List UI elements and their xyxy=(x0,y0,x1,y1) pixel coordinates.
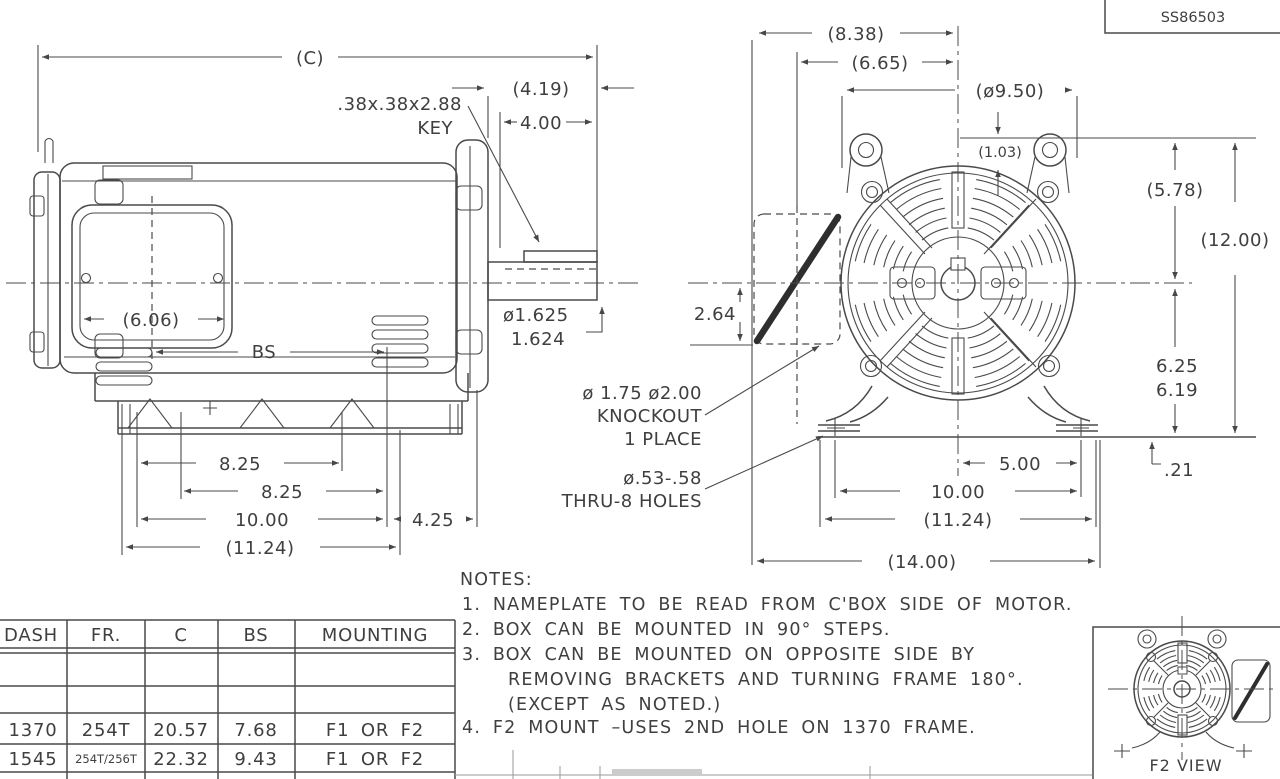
motor-side-view: (C) (4.19) 4.00 .38x.38x2.88 KEY (6.06) … xyxy=(6,45,642,559)
dim-overall-length: (C) xyxy=(296,48,324,69)
row2-dash: 1545 xyxy=(8,749,57,770)
row1-mounting: F1 OR F2 xyxy=(326,720,424,741)
vent-slots xyxy=(95,315,429,386)
lifting-lugs xyxy=(846,133,1070,194)
dim-cbox-width: (6.06) xyxy=(122,310,179,331)
note-4: 4. F2 MOUNT –USES 2ND HOLE ON 1370 FRAME… xyxy=(462,718,976,738)
title-block-strip xyxy=(455,750,1092,779)
col-bs: BS xyxy=(243,625,268,646)
col-fr: FR. xyxy=(91,625,121,646)
dim-center-base-max: 6.25 xyxy=(1156,356,1198,377)
base-center-mark xyxy=(203,401,217,415)
dim-cbox-below-center: 2.64 xyxy=(694,304,736,325)
key-word-label: KEY xyxy=(417,118,453,139)
thru-holes-leader xyxy=(704,435,824,490)
dim-slot-span-front: (11.24) xyxy=(923,510,992,531)
table-row: 1545 254T/256T 22.32 9.43 F1 OR F2 xyxy=(8,749,424,770)
thru-holes-word: THRU-8 HOLES xyxy=(561,491,702,512)
row2-mounting: F1 OR F2 xyxy=(326,749,424,770)
f2-view-label: F2 VIEW xyxy=(1149,756,1222,775)
row2-bs: 9.43 xyxy=(234,749,277,770)
knockout-size: ø 1.75 ø2.00 xyxy=(582,383,702,404)
row2-fr: 254T/256T xyxy=(75,752,138,766)
key-leader xyxy=(467,105,540,243)
conduit-box-mini xyxy=(1231,659,1271,723)
drawing-number-box: SS86503 xyxy=(1104,0,1280,34)
dim-hole-span-a: 8.25 xyxy=(219,454,261,475)
f2-view-inset: F2 VIEW xyxy=(1092,616,1280,779)
dim-pad-thickness: .21 xyxy=(1164,460,1194,481)
shroud-bolts xyxy=(859,180,1061,378)
row1-dash: 1370 xyxy=(8,720,57,741)
illegible-text-smudge xyxy=(612,769,702,776)
dim-shaft-len: 4.00 xyxy=(520,113,562,134)
col-c: C xyxy=(174,625,187,646)
table-row: 1370 254T 20.57 7.68 F1 OR F2 xyxy=(8,720,424,741)
col-dash: DASH xyxy=(4,625,58,646)
notes-title: NOTES: xyxy=(460,570,533,590)
shaft-dia-leader xyxy=(586,307,605,333)
dim-bs: BS xyxy=(252,342,276,363)
foot-hole-marks xyxy=(827,418,1089,436)
knockout-places: 1 PLACE xyxy=(624,429,702,450)
row2-c: 22.32 xyxy=(153,749,209,770)
key-size-label: .38x.38x2.88 xyxy=(337,94,462,115)
dim-rear-overhang: 4.25 xyxy=(412,510,454,531)
note-3: 3. BOX CAN BE MOUNTED ON OPPOSITE SIDE B… xyxy=(462,645,975,665)
col-mounting: MOUNTING xyxy=(322,625,428,646)
dim-lug-offset: (1.03) xyxy=(978,145,1022,161)
grille-spokes xyxy=(879,198,1037,368)
drawing-number: SS86503 xyxy=(1161,10,1226,26)
dim-hole-span-b: 8.25 xyxy=(261,482,303,503)
dim-hole-span-total: 10.00 xyxy=(235,510,289,531)
dim-overall-width: (14.00) xyxy=(887,552,956,573)
dim-cbox-center: (6.65) xyxy=(851,53,908,74)
note-1: 1. NAMEPLATE TO BE READ FROM C'BOX SIDE … xyxy=(462,595,1073,615)
note-3-paren: (EXCEPT AS NOTED.) xyxy=(508,695,721,715)
knockout-word: KNOCKOUT xyxy=(597,406,703,427)
shaft-dia-min: 1.624 xyxy=(511,329,565,350)
dim-center-base-min: 6.19 xyxy=(1156,380,1198,401)
dim-half-span: 5.00 xyxy=(999,454,1041,475)
notes-block: NOTES: 1. NAMEPLATE TO BE READ FROM C'BO… xyxy=(460,570,1073,738)
foot-marks-mini xyxy=(1114,744,1252,758)
grille-spokes-mini xyxy=(1153,660,1211,718)
dim-shroud-dia: (ø9.50) xyxy=(976,81,1045,102)
knockout-leader xyxy=(704,345,820,416)
mounting-feet xyxy=(818,385,1256,438)
note-3-cont: REMOVING BRACKETS AND TURNING FRAME 180°… xyxy=(508,670,1024,690)
dim-cbox-offset: (8.38) xyxy=(827,24,884,45)
fan-grille xyxy=(854,179,1062,387)
note-2: 2. BOX CAN BE MOUNTED IN 90° STEPS. xyxy=(462,620,891,640)
row1-bs: 7.68 xyxy=(234,720,277,741)
dim-slot-span: (11.24) xyxy=(225,538,294,559)
mounting-base xyxy=(94,373,469,435)
dim-shaft-ext: (4.19) xyxy=(512,79,569,100)
conduit-box-front xyxy=(753,206,842,424)
dim-hole-span: 10.00 xyxy=(931,482,985,503)
dim-overall-height: (12.00) xyxy=(1200,230,1269,251)
fan-grille-mini xyxy=(1143,650,1221,728)
dim-top-to-center: (5.78) xyxy=(1146,180,1203,201)
row1-fr: 254T xyxy=(82,720,131,741)
spec-table: DASH FR. C BS MOUNTING 1370 254T 20.57 7… xyxy=(0,619,456,779)
shaft-dia-max: ø1.625 xyxy=(503,305,569,326)
thru-holes-size: ø.53-.58 xyxy=(623,468,702,489)
row1-c: 20.57 xyxy=(153,720,209,741)
motor-front-view: (8.38) (6.65) (ø9.50) (1.03) (5.78) (12.… xyxy=(561,24,1269,573)
